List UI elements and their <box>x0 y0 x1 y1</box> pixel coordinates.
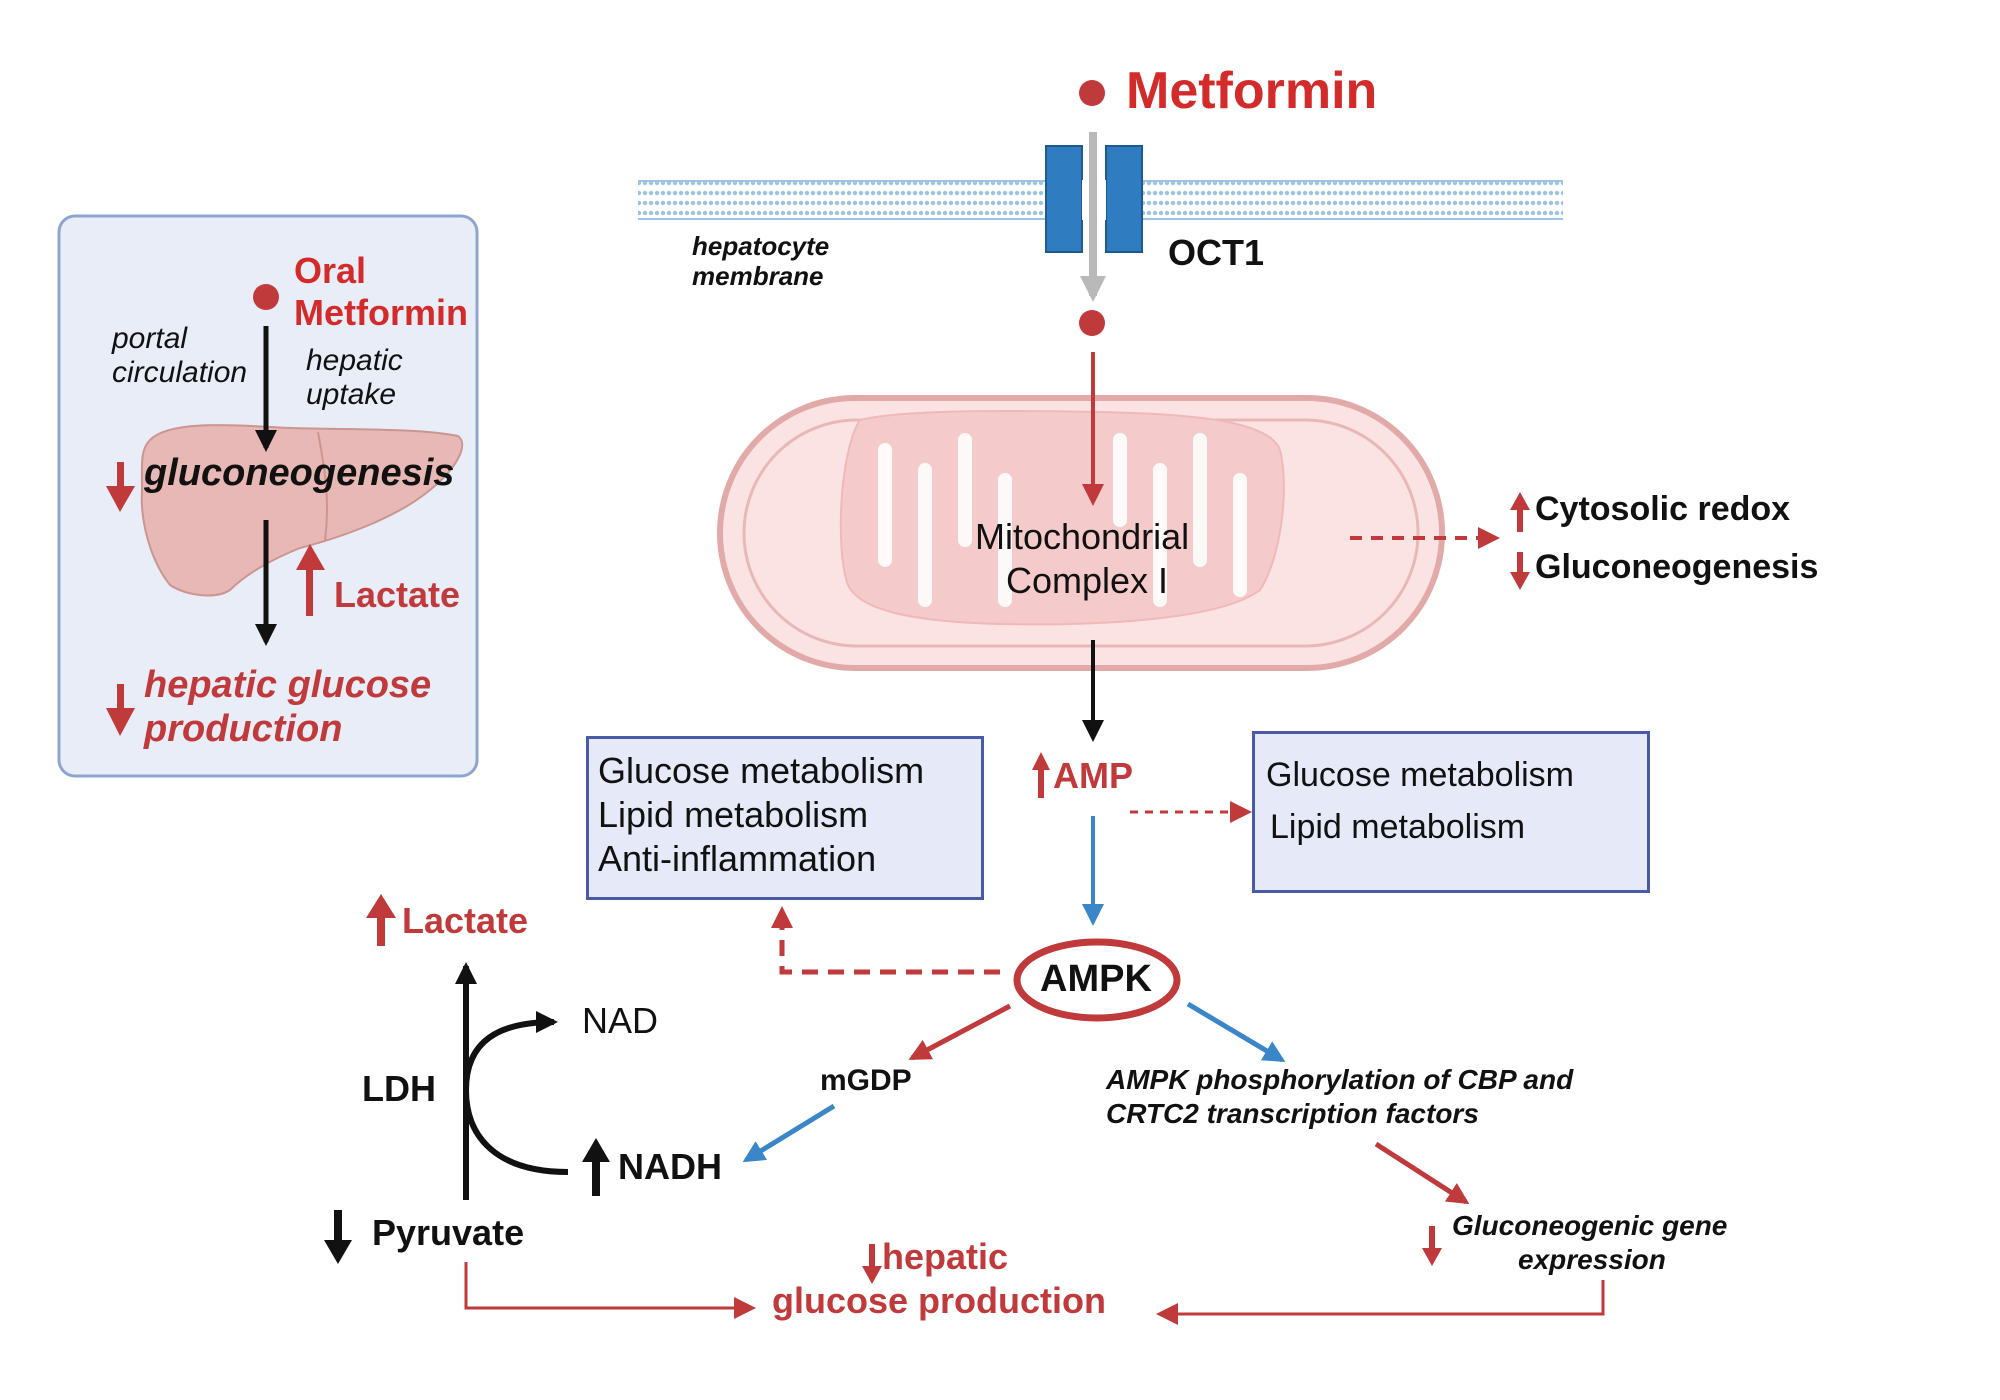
right-effects-box <box>1252 731 1650 893</box>
inset-uptake-line2: uptake <box>306 378 397 411</box>
mgdp-to-nadh-arrow <box>742 1103 836 1163</box>
right-box-line1: Glucose metabolism <box>1266 756 1575 794</box>
inset-gluconeogenesis: gluconeogenesis <box>144 452 455 494</box>
up-lactate-icon <box>296 544 325 616</box>
oct1-channel-right <box>1105 145 1143 253</box>
up-lactate-ldh-icon <box>366 894 396 946</box>
inset-oral-line1: Oral <box>294 250 367 291</box>
oral-metformin-dot <box>253 284 279 310</box>
left-box-line1: Glucose metabolism <box>598 750 925 791</box>
hgp-bottom-line2: glucose production <box>772 1280 1107 1321</box>
phospho-to-gene-arrow <box>1374 1141 1470 1205</box>
up-amp-icon <box>1032 752 1050 798</box>
ampk-to-phospho-arrow <box>1186 1001 1286 1063</box>
metformin-dot-top <box>1079 80 1105 106</box>
inset-portal-line2: circulation <box>112 356 248 389</box>
amp-label: AMP <box>1053 755 1133 796</box>
gluconeogenesis-redox-label: Gluconeogenesis <box>1535 548 1819 586</box>
left-effects-box <box>586 736 984 900</box>
hgp-bottom-line1: hepatic <box>882 1236 1009 1277</box>
ampk-to-left-box-arrow <box>771 906 1000 975</box>
down-hgp-bottom-icon <box>862 1244 882 1284</box>
nadh-label: NADH <box>618 1146 722 1187</box>
ldh-label: LDH <box>362 1068 436 1109</box>
inset-oral-line2: Metformin <box>294 292 468 333</box>
inset-portal-line1: portal <box>112 322 188 355</box>
mitochondrion-cristae <box>839 409 1285 626</box>
pyruvate-label: Pyruvate <box>372 1212 525 1253</box>
ampk-to-mgdp-arrow <box>908 1003 1012 1061</box>
left-box-line3: Anti-inflammation <box>598 838 877 879</box>
mito-label-line1: Mitochondrial <box>975 516 1190 557</box>
inset-uptake-line1: hepatic <box>306 344 403 377</box>
ampk-label: AMPK <box>1040 958 1152 1000</box>
gene-to-hgp-arrow <box>1156 1280 1605 1325</box>
right-box-line2: Lipid metabolism <box>1270 808 1526 846</box>
membrane-label-line1: hepatocyte <box>692 231 830 261</box>
nad-label: NAD <box>582 1000 659 1041</box>
down-gluconeogenesis-icon <box>106 462 135 512</box>
down-gluconeogenesis-redox-icon <box>1510 552 1530 590</box>
ampk-node <box>1013 938 1181 1022</box>
inset-hgp-line2: production <box>144 708 343 750</box>
phospho-line2: CRTC2 transcription factors <box>1106 1098 1479 1129</box>
mito-label-line2: Complex I <box>1006 560 1169 601</box>
liver-icon <box>140 424 464 597</box>
down-pyruvate-icon <box>324 1210 352 1264</box>
oct1-label: OCT1 <box>1168 232 1265 273</box>
metformin-title: Metformin <box>1126 62 1378 120</box>
oct1-channel-left <box>1045 145 1083 253</box>
pyruvate-to-hgp-arrow <box>464 1262 756 1319</box>
down-gene-icon <box>1422 1226 1442 1266</box>
phospho-line1: AMPK phosphorylation of CBP and <box>1106 1064 1574 1095</box>
membrane-label-line2: membrane <box>692 261 824 291</box>
cytosolic-redox-label: Cytosolic redox <box>1535 490 1791 528</box>
gene-line1: Gluconeogenic gene <box>1452 1210 1728 1241</box>
up-nadh-icon <box>582 1138 610 1196</box>
left-box-line2: Lipid metabolism <box>598 794 869 835</box>
gene-line2: expression <box>1518 1244 1666 1275</box>
mgdp-label: mGDP <box>820 1064 912 1097</box>
down-hgp-icon <box>106 684 135 736</box>
inset-lactate: Lactate <box>334 574 461 615</box>
ldh-lactate-label: Lactate <box>402 900 529 941</box>
inset-hgp-line1: hepatic glucose <box>144 664 432 706</box>
ldh-cycle-arrow <box>462 1011 569 1175</box>
up-redox-icon <box>1510 492 1530 532</box>
metformin-dot-inside <box>1079 310 1105 336</box>
